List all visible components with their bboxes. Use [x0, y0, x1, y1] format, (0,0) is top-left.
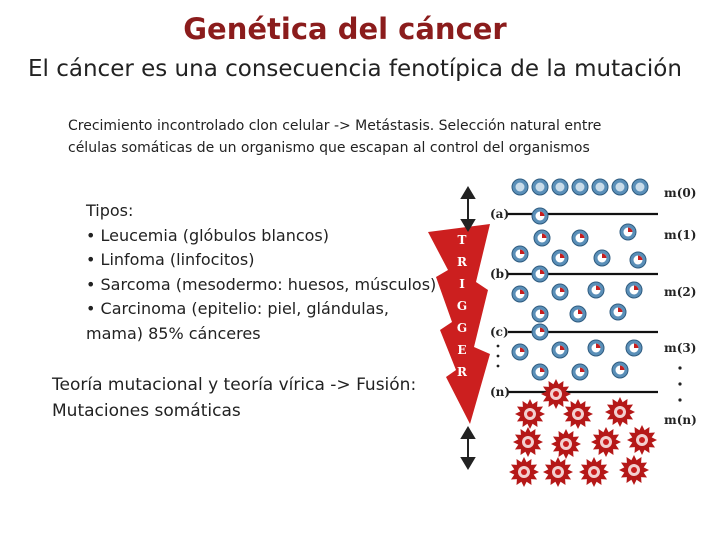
tumor-nucleus: [553, 391, 559, 397]
cell-nucleus: [635, 182, 645, 192]
type-item-leucemia: • Leucemia (glóbulos blancos): [86, 225, 329, 245]
mutation-marker: [602, 253, 607, 258]
mutation-marker: [638, 255, 643, 260]
mutation-marker: [540, 327, 545, 332]
mutation-marker: [580, 367, 585, 372]
cancer-types-list: Tipos: • Leucemia (glóbulos blancos) • L…: [86, 199, 446, 346]
mutation-marker: [520, 289, 525, 294]
cell-nucleus: [555, 182, 565, 192]
tumor-nucleus: [603, 439, 609, 445]
mutation-diagram: T R I G G E R: [428, 178, 697, 487]
ellipsis-dot: [678, 366, 682, 370]
stage-label-a: (a): [490, 207, 509, 221]
ellipsis-dot: [496, 344, 500, 348]
mutation-label-m0: m(0): [664, 186, 696, 200]
stage-label-b: (b): [490, 267, 510, 281]
mutation-marker: [634, 285, 639, 290]
trigger-letter: G: [457, 321, 467, 335]
tumor-nucleus: [521, 469, 527, 475]
mutation-marker: [596, 343, 601, 348]
tumor-nucleus: [575, 411, 581, 417]
stage-label-n: (n): [490, 385, 510, 399]
cell-groups: [509, 178, 657, 487]
trigger-letter: R: [457, 255, 468, 269]
trigger-bolt: [428, 224, 490, 424]
theory-line: Teoría mutacional y teoría vírica -> Fus…: [52, 375, 417, 395]
intro-line: células somáticas de un organismo que es…: [68, 140, 590, 156]
mutation-marker: [540, 211, 545, 216]
mutation-marker: [542, 233, 547, 238]
trigger-letter: E: [457, 343, 466, 357]
ellipsis-dot: [678, 398, 682, 402]
mutation-label-m1: m(1): [664, 228, 696, 242]
tumor-nucleus: [639, 437, 645, 443]
tumor-nucleus: [617, 409, 623, 415]
trigger-letter: T: [458, 233, 467, 247]
theory-paragraph: Teoría mutacional y teoría vírica -> Fus…: [52, 372, 432, 424]
top-arrow-head-up: [460, 186, 476, 199]
types-heading: Tipos:: [86, 201, 134, 220]
tumor-nucleus: [563, 441, 569, 447]
type-item-sarcoma: • Sarcoma (mesodermo: huesos, músculos): [86, 274, 437, 294]
slide-title: Genética del cáncer: [183, 12, 507, 46]
trigger-letter: R: [457, 365, 468, 379]
mutation-marker: [540, 367, 545, 372]
type-item-carcinoma: • Carcinoma (epitelio: piel, glándulas,: [86, 299, 389, 318]
mutation-marker: [620, 365, 625, 370]
cell-nucleus: [535, 182, 545, 192]
stage-label-c: (c): [490, 325, 509, 339]
intro-paragraph: Crecimiento incontrolado clon celular ->…: [68, 115, 668, 159]
mutation-figure: T R I G G E R: [428, 172, 710, 494]
trigger-letter: I: [459, 277, 465, 291]
ellipsis-dot: [496, 364, 500, 368]
mutation-label-m3: m(3): [664, 341, 696, 355]
mutation-marker: [520, 249, 525, 254]
cell-nucleus: [575, 182, 585, 192]
trigger-letter: G: [457, 299, 467, 313]
mutation-marker: [560, 345, 565, 350]
mutation-marker: [618, 307, 623, 312]
type-item-linfoma: • Linfoma (linfocitos): [86, 250, 255, 269]
tumor-nucleus: [525, 439, 531, 445]
ellipsis-dot: [678, 382, 682, 386]
cell-nucleus: [515, 182, 525, 192]
mutation-marker: [560, 253, 565, 258]
intro-line: Crecimiento incontrolado clon celular ->…: [68, 118, 602, 134]
mutation-marker: [540, 309, 545, 314]
slide-subtitle: El cáncer es una consecuencia fenotípica…: [28, 56, 682, 82]
mutation-marker: [634, 343, 639, 348]
mutation-label-m2: m(2): [664, 285, 696, 299]
bottom-arrow-head-down: [460, 457, 476, 470]
tumor-nucleus: [591, 469, 597, 475]
tumor-nucleus: [527, 411, 533, 417]
bottom-arrow-head-up: [460, 426, 476, 439]
mutation-marker: [580, 233, 585, 238]
theory-line: Mutaciones somáticas: [52, 401, 241, 421]
cell-nucleus: [595, 182, 605, 192]
mutation-marker: [596, 285, 601, 290]
mutation-label-mn: m(n): [664, 413, 697, 427]
tumor-nucleus: [555, 469, 561, 475]
ellipsis-dot: [496, 354, 500, 358]
tumor-nucleus: [631, 467, 637, 473]
mutation-marker: [628, 227, 633, 232]
mutation-marker: [560, 287, 565, 292]
mutation-marker: [520, 347, 525, 352]
type-item-carcinoma-cont: mama) 85% cánceres: [86, 323, 261, 343]
top-arrow-head-down: [460, 219, 476, 232]
cell-nucleus: [615, 182, 625, 192]
mutation-marker: [540, 269, 545, 274]
mutation-marker: [578, 309, 583, 314]
